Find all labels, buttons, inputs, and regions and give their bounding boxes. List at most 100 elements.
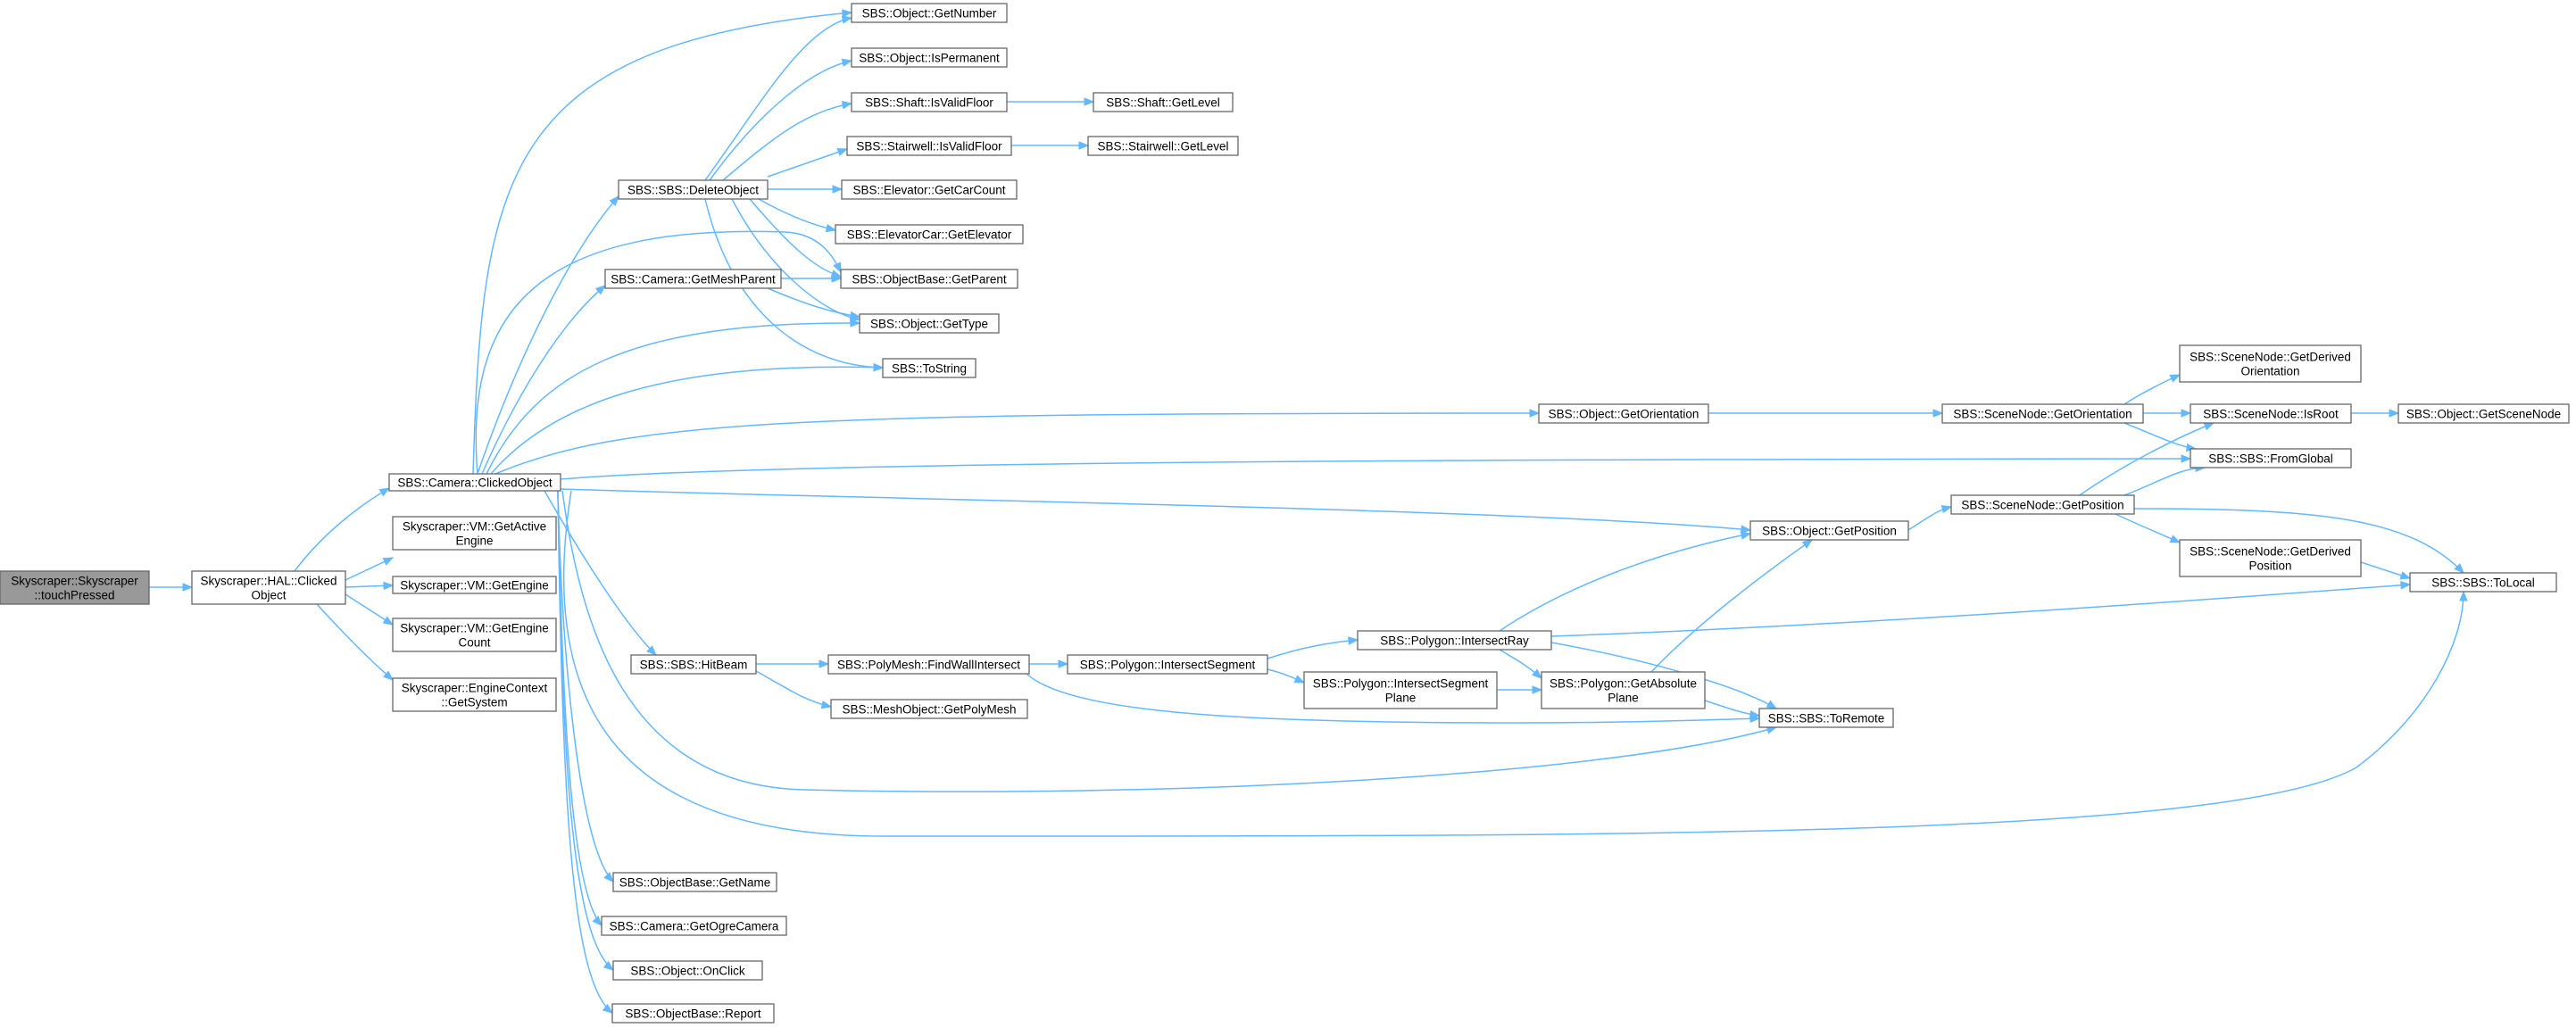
node-IsPermanent[interactable]: SBS::Object::IsPermanent	[851, 47, 1008, 68]
edge-line	[2115, 513, 2181, 543]
node-ToLocal[interactable]: SBS::SBS::ToLocal	[2409, 572, 2557, 593]
node-GetElevator[interactable]: SBS::ElevatorCar::GetElevator	[835, 224, 1024, 245]
edge-line	[758, 198, 836, 231]
node-CarCount[interactable]: SBS::Elevator::GetCarCount	[841, 179, 1018, 200]
edge-CamClicked-to-DeleteObject	[477, 195, 619, 475]
edge-CamClicked-to-Report	[557, 490, 614, 1014]
edge-IntersectRay-to-AbsPlane	[1499, 649, 1543, 679]
arrowhead-icon	[849, 311, 861, 320]
arrowhead-icon	[2459, 590, 2468, 601]
edge-line	[731, 198, 860, 320]
node-GetType[interactable]: SBS::Object::GetType	[859, 313, 1000, 334]
arrowhead-icon	[2454, 563, 2464, 574]
arrowhead-icon	[832, 185, 843, 194]
arrowhead-icon	[609, 195, 619, 207]
node-VMEngine[interactable]: Skyscraper::VM::GetEngine	[392, 576, 557, 594]
node-ShaftValid[interactable]: SBS::Shaft::IsValidFloor	[851, 92, 1008, 112]
node-box	[618, 179, 769, 200]
edge-line	[767, 148, 848, 178]
edge-line	[755, 670, 832, 708]
node-Report[interactable]: SBS::ObjectBase::Report	[611, 1003, 775, 1024]
node-ObjOrient[interactable]: SBS::Object::GetOrientation	[1538, 403, 1709, 424]
node-box	[1087, 136, 1239, 156]
node-StairValid[interactable]: SBS::Stairwell::IsValidFloor	[846, 136, 1012, 156]
edge-HALClicked-to-VMCount	[345, 593, 395, 626]
node-label: Skyscraper::VM::GetEngine	[400, 579, 549, 593]
node-SNPos[interactable]: SBS::SceneNode::GetPosition	[1950, 494, 2135, 515]
arrowhead-icon	[2181, 454, 2192, 463]
node-label: SBS::Shaft::GetLevel	[1106, 96, 1220, 110]
node-box	[392, 618, 557, 652]
node-MeshParent[interactable]: SBS::Camera::GetMeshParent	[604, 269, 782, 289]
node-HitBeam[interactable]: SBS::SBS::HitBeam	[630, 654, 757, 675]
node-label: SBS::Elevator::GetCarCount	[852, 184, 1005, 197]
node-CamClicked[interactable]: SBS::Camera::ClickedObject	[388, 473, 561, 492]
edge-line	[475, 230, 842, 475]
node-label: SBS::Stairwell::IsValidFloor	[856, 140, 1002, 153]
edge-MeshParent-to-GetType	[767, 287, 861, 320]
node-touchPressed[interactable]: Skyscraper::Skyscraper::touchPressed	[0, 570, 150, 605]
node-StairLevel[interactable]: SBS::Stairwell::GetLevel	[1087, 136, 1239, 156]
node-GetPolyMesh[interactable]: SBS::MeshObject::GetPolyMesh	[830, 699, 1028, 719]
arrowhead-icon	[1932, 409, 1944, 418]
node-box	[612, 960, 763, 981]
node-IsRoot[interactable]: SBS::SceneNode::IsRoot	[2190, 403, 2352, 424]
node-FromGlobal[interactable]: SBS::SBS::FromGlobal	[2190, 448, 2352, 468]
node-box	[1941, 403, 2144, 424]
node-ToString[interactable]: SBS::ToString	[882, 358, 976, 378]
arrowhead-icon	[2399, 571, 2412, 580]
arrowhead-icon	[1529, 409, 1541, 418]
node-ObjPos[interactable]: SBS::Object::GetPosition	[1749, 520, 1909, 541]
node-FindWall[interactable]: SBS::PolyMesh::FindWallIntersect	[827, 654, 1030, 675]
node-ShaftLevel[interactable]: SBS::Shaft::GetLevel	[1093, 92, 1234, 112]
edge-DeleteObject-to-StairValid	[767, 147, 849, 178]
node-SNOrient[interactable]: SBS::SceneNode::GetOrientation	[1941, 403, 2144, 424]
edge-line	[749, 198, 842, 278]
arrowhead-icon	[831, 274, 843, 283]
node-GetParent[interactable]: SBS::ObjectBase::GetParent	[840, 269, 1018, 289]
node-GetNumber[interactable]: SBS::Object::GetNumber	[851, 3, 1008, 23]
arrowhead-icon	[825, 224, 837, 233]
edge-AbsPlane-to-ToRemote	[1704, 700, 1761, 719]
arrowhead-icon	[1058, 659, 1069, 668]
node-IntersectRay[interactable]: SBS::Polygon::IntersectRay	[1357, 630, 1552, 651]
edge-DeleteObject-to-GetNumber	[704, 15, 853, 181]
edge-line	[557, 490, 614, 883]
node-label: Object	[251, 589, 286, 602]
node-label: SBS::MeshObject::GetPolyMesh	[842, 703, 1016, 717]
edge-DeleteObject-to-GetParent	[749, 198, 843, 278]
arrowhead-icon	[820, 701, 833, 709]
edge-CamClicked-to-FromGlobal	[560, 454, 2192, 480]
edge-FindWall-to-IntersectSeg	[1029, 659, 1069, 668]
edge-line	[481, 285, 606, 475]
node-HALClicked[interactable]: Skyscraper::HAL::ClickedObject	[191, 570, 346, 605]
edge-line	[2123, 374, 2181, 405]
node-label: SBS::Polygon::IntersectRay	[1380, 634, 1529, 648]
node-EngCtx[interactable]: Skyscraper::EngineContext::GetSystem	[392, 677, 557, 712]
node-GetSceneNode[interactable]: SBS::Object::GetSceneNode	[2397, 403, 2570, 424]
edge-StairValid-to-StairLevel	[1011, 141, 1090, 150]
node-label: SBS::Polygon::IntersectSegment	[1313, 677, 1489, 691]
node-box	[841, 179, 1018, 200]
node-ToRemote[interactable]: SBS::SBS::ToRemote	[1758, 708, 1894, 728]
edge-layer	[149, 9, 2468, 1014]
arrowhead-icon	[2203, 422, 2215, 431]
arrowhead-icon	[841, 101, 853, 110]
node-box	[388, 473, 561, 492]
node-OnClick[interactable]: SBS::Object::OnClick	[612, 960, 763, 981]
node-GetName[interactable]: SBS::ObjectBase::GetName	[612, 872, 777, 892]
node-label: SBS::PolyMesh::FindWallIntersect	[837, 659, 1020, 672]
node-OgreCam[interactable]: SBS::Camera::GetOgreCamera	[601, 916, 787, 936]
edge-HitBeam-to-FindWall	[756, 659, 830, 668]
node-IntersectSeg[interactable]: SBS::Polygon::IntersectSegment	[1067, 654, 1268, 675]
node-label: Skyscraper::VM::GetEngine	[400, 622, 549, 635]
arrowhead-icon	[382, 670, 395, 681]
node-DeleteObject[interactable]: SBS::SBS::DeleteObject	[618, 179, 769, 200]
edge-IntersectSeg-to-IntersectSegPlane	[1267, 668, 1306, 684]
